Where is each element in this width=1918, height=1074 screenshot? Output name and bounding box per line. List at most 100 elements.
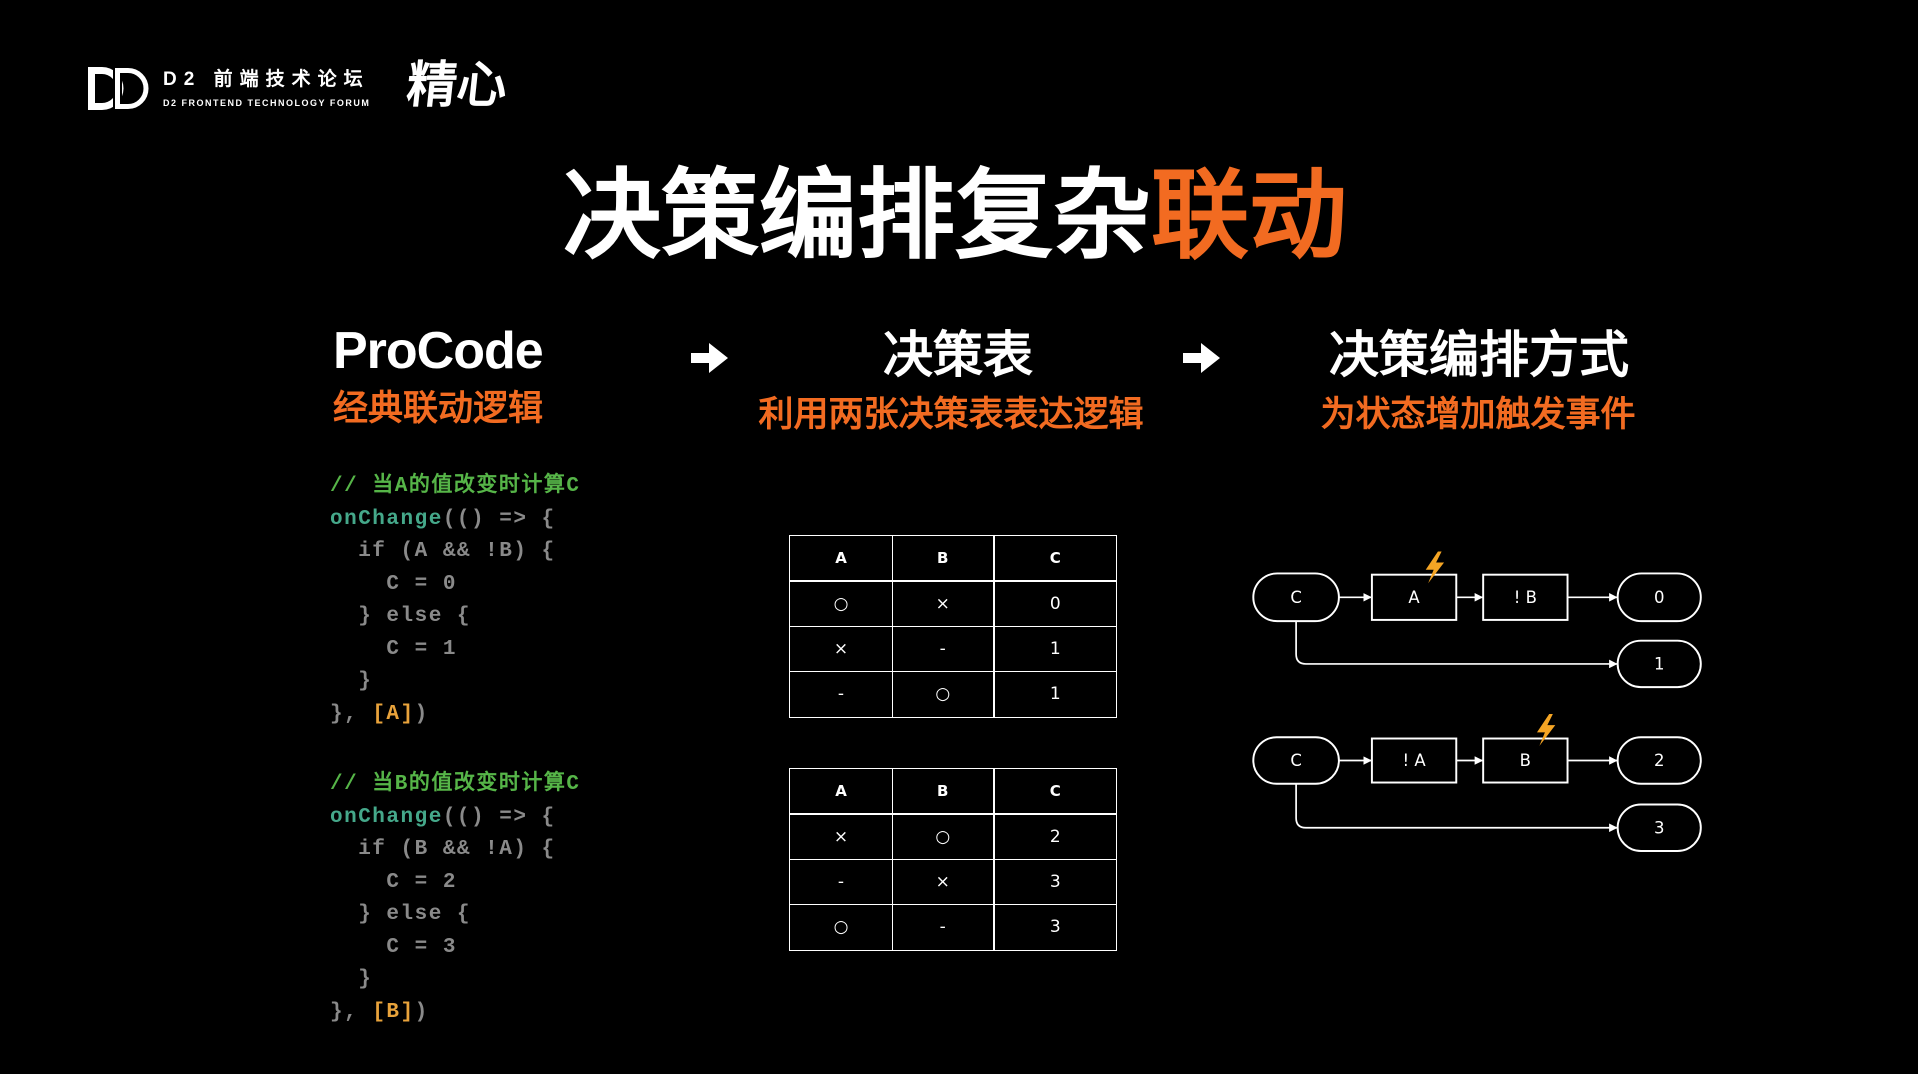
code-line-call: onChange(() => { — [330, 802, 581, 835]
table-header-row: A B C — [789, 535, 1117, 582]
decision-table-subheading: 利用两张决策表表达逻辑 — [758, 395, 1144, 434]
code-line: C = 1 — [330, 637, 457, 661]
table-cell: ○ — [892, 671, 994, 718]
flow-2: C ! A B 2 3 — [1252, 714, 1702, 852]
table-cell: × — [789, 625, 893, 672]
table-header-row: A B C — [789, 768, 1117, 815]
table-cell: 1 — [992, 671, 1117, 718]
right-arrow-icon — [691, 343, 728, 373]
code-comment: // 当A的值改变时计算C — [330, 475, 581, 498]
condition-node — [1370, 737, 1458, 784]
condition-node-label: A — [1408, 588, 1420, 607]
orchestration-subheading: 为状态增加触发事件 — [1320, 395, 1636, 434]
brand-seal: 精心 — [403, 55, 511, 114]
logo-d-right — [113, 67, 149, 110]
table-cell: ○ — [789, 904, 893, 951]
code-text: }, — [330, 702, 373, 726]
condition-node-label: ! A — [1403, 751, 1427, 770]
table-cell: 2 — [992, 813, 1117, 860]
lightning-icon — [1425, 551, 1445, 584]
brand-tagline: D2 FRONTEND TECHNOLOGY FORUM — [163, 98, 371, 108]
code-line: C = 3 — [330, 935, 457, 959]
column-header: A — [789, 535, 893, 582]
table-row: - × 3 — [789, 858, 1117, 905]
result-node — [1616, 736, 1702, 785]
code-line: C = 0 — [330, 572, 457, 596]
decision-table-b: A B C × ○ 2 - × 3 ○ - 3 — [789, 768, 1117, 951]
d2-logo-icon — [88, 67, 149, 110]
table-row: × ○ 2 — [789, 813, 1117, 860]
result-node — [1616, 639, 1702, 689]
table-cell: - — [789, 671, 893, 718]
decision-table-heading: 决策表 — [883, 327, 1033, 383]
column-header: B — [892, 768, 994, 815]
lightning-icon — [1536, 714, 1556, 746]
code-text: ) — [414, 1000, 429, 1024]
column-header: A — [789, 768, 893, 815]
dependency-list: [B] — [372, 1000, 415, 1024]
decision-table-a: A B C ○ × 0 × - 1 - ○ 1 — [789, 535, 1117, 718]
dependency-list: [A] — [372, 702, 415, 726]
condition-node — [1482, 737, 1569, 784]
result-node-label: 3 — [1654, 818, 1665, 837]
code-text: ) — [414, 702, 429, 726]
flow-diagram: C A ! B 0 1 C ! A B 2 3 — [1252, 551, 1702, 852]
title-lead: 决策编排复杂 — [563, 160, 1152, 270]
code-comment: // 当B的值改变时计算C — [330, 773, 581, 796]
table-cell: × — [789, 813, 893, 860]
result-node-label: 2 — [1654, 751, 1665, 770]
code-block-a: // 当A的值改变时计算C onChange(() => { if (A && … — [330, 471, 581, 731]
result-node-label: 0 — [1654, 588, 1665, 607]
table-cell: 3 — [992, 904, 1117, 951]
table-row: - ○ 1 — [789, 671, 1117, 718]
result-node — [1616, 803, 1702, 852]
code-text: (() => { — [442, 805, 556, 829]
right-arrow-icon — [1183, 343, 1220, 373]
condition-node-label: B — [1520, 751, 1531, 770]
arrow-shape — [1183, 343, 1220, 373]
flow-1: C A ! B 0 1 — [1252, 551, 1702, 689]
source-node — [1252, 736, 1340, 785]
table-row: ○ - 3 — [789, 904, 1117, 951]
code-line-close: }, [B]) — [330, 997, 581, 1030]
table-cell: - — [892, 904, 994, 951]
code-line-close: }, [A]) — [330, 699, 581, 732]
arrow-shape — [691, 343, 728, 373]
procode-heading: ProCode — [333, 322, 544, 380]
function-name: onChange — [330, 805, 443, 829]
table-row: ○ × 0 — [789, 580, 1117, 627]
table-cell: ○ — [789, 580, 893, 627]
code-text: (() => { — [442, 507, 556, 531]
result-node-label: 1 — [1654, 654, 1665, 673]
table-cell: 1 — [992, 625, 1117, 672]
code-line: } — [330, 968, 373, 991]
condition-node — [1482, 573, 1569, 621]
code-line: } else { — [330, 903, 472, 926]
code-line: if (B && !A) { — [330, 838, 556, 861]
code-line: } — [330, 670, 373, 693]
table-cell: × — [892, 858, 994, 905]
table-cell: - — [789, 858, 893, 905]
column-header: C — [992, 768, 1117, 815]
page-title: 决策编排复杂联动 — [563, 166, 1347, 264]
flow-fallback-edge — [1295, 783, 1618, 833]
table-cell: ○ — [892, 813, 994, 860]
column-header: C — [992, 535, 1117, 582]
condition-node — [1370, 573, 1458, 621]
source-node-label: C — [1290, 751, 1302, 770]
condition-node-label: ! B — [1514, 588, 1537, 607]
brand-name: D2 前端技术论坛 — [163, 69, 370, 90]
result-node — [1616, 572, 1702, 623]
table-cell: - — [892, 625, 994, 672]
procode-subheading: 经典联动逻辑 — [333, 389, 544, 428]
source-node — [1252, 572, 1340, 623]
flow-fallback-edge — [1295, 621, 1618, 669]
table-row: × - 1 — [789, 625, 1117, 672]
title-highlight: 联动 — [1151, 160, 1348, 270]
code-block-b: // 当B的值改变时计算C onChange(() => { if (B && … — [330, 769, 581, 1029]
column-header: B — [892, 535, 994, 582]
orchestration-heading: 决策编排方式 — [1329, 327, 1629, 383]
table-cell: × — [892, 580, 994, 627]
source-node-label: C — [1290, 588, 1302, 607]
code-line-call: onChange(() => { — [330, 504, 581, 537]
